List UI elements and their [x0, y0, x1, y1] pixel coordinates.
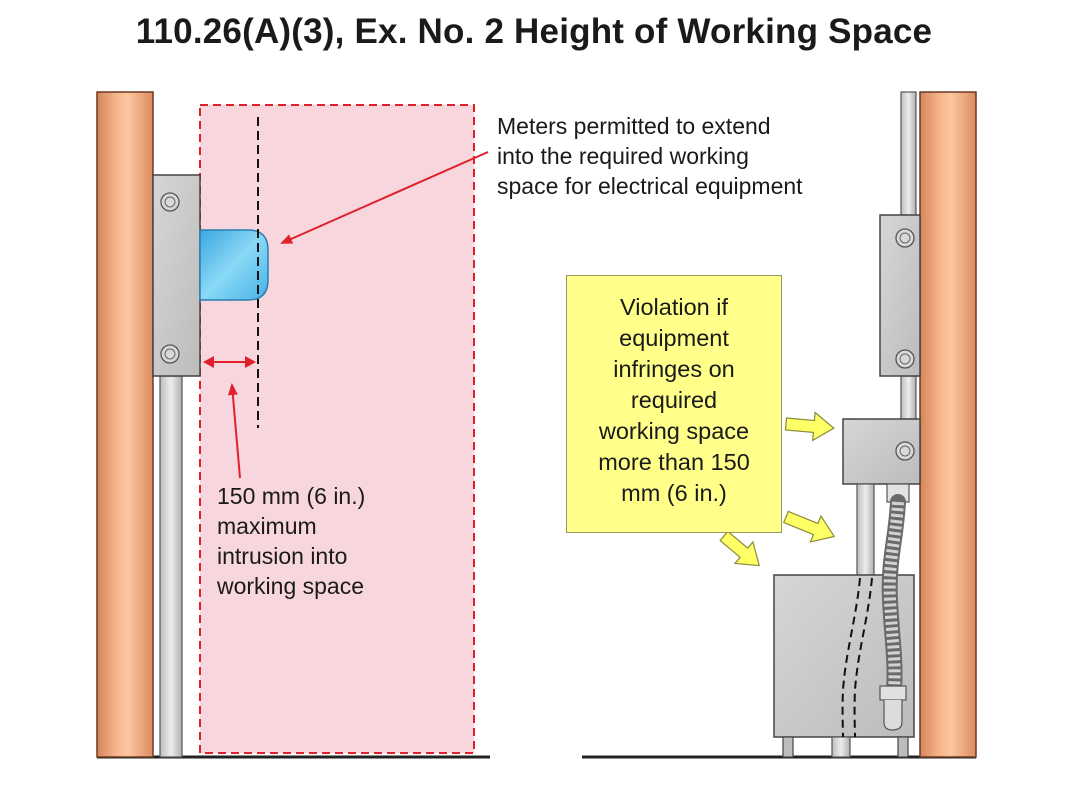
left-conduit	[159, 375, 183, 758]
working-space-area	[199, 104, 475, 754]
intrusion-note-line: intrusion into	[217, 543, 348, 569]
screw-icon	[895, 441, 915, 461]
screw-icon	[895, 349, 915, 369]
screw-icon	[160, 192, 180, 212]
meters-note-line: space for electrical equipment	[497, 173, 803, 199]
double-headed-dimension-arrow	[203, 356, 256, 368]
flexible-conduit	[881, 494, 906, 698]
diagram-title: 110.26(A)(3), Ex. No. 2 Height of Workin…	[135, 12, 933, 51]
cabinet-leg	[897, 736, 909, 758]
cabinet-leg	[782, 736, 794, 758]
violation-note-line: required	[630, 387, 718, 413]
right-lower-conduit	[856, 483, 875, 579]
flex-connector	[879, 685, 907, 701]
violation-note-line: more than 150	[598, 449, 750, 475]
meters-note: Meters permitted to extend into the requ…	[497, 111, 803, 201]
intrusion-note-line: working space	[217, 573, 365, 599]
hidden-conduit-path	[841, 577, 861, 738]
hidden-conduit-path	[853, 577, 873, 738]
red-arrow	[227, 383, 241, 479]
violation-callout: Violation if equipment infringes on requ…	[566, 275, 782, 533]
violation-note-line: working space	[598, 418, 750, 444]
violation-note-line: infringes on	[613, 356, 735, 382]
flexible-conduit-ribs	[883, 501, 904, 691]
meters-note-line: into the required working	[497, 143, 749, 169]
violation-note-line: equipment	[619, 325, 729, 351]
left-wall-stud	[96, 91, 154, 758]
screw-icon	[895, 228, 915, 248]
flex-elbow	[883, 700, 903, 731]
right-wall-stud	[919, 91, 977, 758]
conduit-foot	[831, 736, 851, 758]
yellow-arrow	[784, 411, 835, 442]
yellow-arrow	[782, 510, 836, 543]
intrusion-note-line: maximum	[217, 513, 317, 539]
intrusion-note-line: 150 mm (6 in.)	[217, 483, 366, 509]
yellow-arrow	[719, 530, 761, 567]
right-upper-conduit	[900, 91, 917, 216]
violation-note-line: Violation if	[620, 294, 728, 320]
electric-meter	[199, 229, 269, 301]
right-mid-conduit	[900, 375, 917, 420]
meters-note-line: Meters permitted to extend	[497, 113, 771, 139]
screw-icon	[160, 344, 180, 364]
red-arrow	[280, 151, 489, 244]
intrusion-note: 150 mm (6 in.) maximum intrusion into wo…	[217, 481, 365, 601]
violation-note-line: mm (6 in.)	[621, 480, 727, 506]
